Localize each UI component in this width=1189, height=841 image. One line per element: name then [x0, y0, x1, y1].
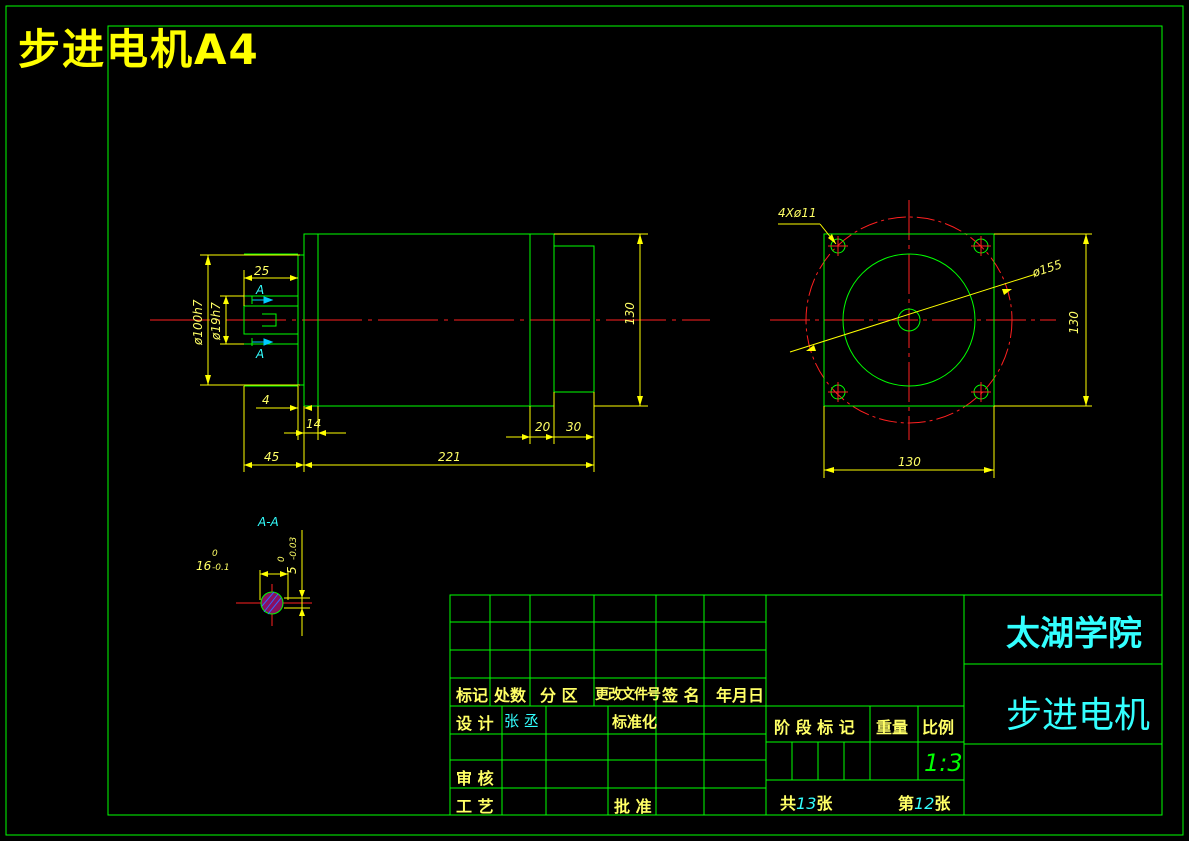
tb-sheets-total: 共13张 [780, 794, 833, 813]
front-view: 4Xø11 ø155 130 130 [770, 200, 1092, 478]
front-dimension-lines [778, 223, 1092, 478]
tb-drawing-name: 步进电机 [1006, 695, 1151, 736]
dim-4: 4 [262, 393, 270, 407]
tb-approve-label: 批 准 [614, 797, 652, 816]
tb-header-signature: 签 名 [662, 686, 700, 705]
side-body-outline [243, 233, 595, 407]
hole-centermarks [828, 236, 991, 402]
side-view: 25 A A ø100h7 ø19h7 130 4 14 20 30 45 22… [150, 233, 710, 472]
title-block-grid [449, 594, 1163, 816]
front-arrowheads [806, 234, 1089, 473]
tb-design-label: 设 计 [456, 714, 494, 733]
dim-14: 14 [306, 417, 321, 431]
dim-holes: 4Xø11 [778, 206, 816, 220]
dim-221: 221 [438, 450, 461, 464]
tb-header-change-doc: 更改文件号 [595, 687, 661, 703]
dim-d100h7: ø100h7 [191, 299, 205, 346]
dim-key-depth: 5 [285, 566, 299, 574]
tb-header-count: 处数 [494, 686, 527, 705]
tb-header-zone: 分 区 [540, 686, 578, 705]
dim-d19h7: ø19h7 [209, 302, 223, 341]
dim-45: 45 [264, 450, 279, 464]
dim-25: 25 [254, 264, 269, 278]
front-centerlines [770, 200, 1056, 440]
section-aa: A-A 16 0 -0.1 5 0 -0.03 [196, 515, 312, 636]
side-arrowheads [205, 234, 643, 468]
tb-scale-value: 1:3 [924, 749, 963, 777]
dim-key-depth-tol-up: 0 [277, 556, 287, 562]
dim-30: 30 [566, 420, 582, 434]
dim-20: 20 [535, 420, 551, 434]
tb-sheet-no: 第12张 [898, 794, 951, 813]
dim-130-front-horizontal: 130 [898, 455, 921, 469]
dim-key-depth-tol-low: -0.03 [289, 536, 299, 560]
section-markers [252, 296, 274, 346]
tb-scale-label: 比例 [922, 718, 955, 737]
dim-130-front-vertical: 130 [1067, 311, 1081, 334]
dim-key-width: 16 [196, 559, 212, 573]
tb-process-label: 工 艺 [456, 797, 494, 816]
tb-school-name: 太湖学院 [1006, 614, 1142, 654]
tb-header-mark: 标记 [456, 686, 489, 705]
section-label-a-bottom: A [255, 347, 264, 361]
section-label-a-top: A [255, 283, 264, 297]
section-title: A-A [257, 515, 279, 529]
dim-130-side: 130 [623, 302, 637, 325]
tb-stage-label: 阶 段 标 记 [774, 718, 855, 737]
tb-header-date: 年月日 [716, 686, 765, 705]
tb-designer: 张 丞 [504, 712, 539, 730]
tb-standardize-label: 标准化 [612, 713, 658, 731]
dim-key-width-tol-up: 0 [212, 549, 218, 559]
tb-weight-label: 重量 [876, 718, 909, 737]
dim-key-width-tol-low: -0.1 [212, 563, 230, 573]
tb-review-label: 审 核 [456, 769, 494, 788]
drawing-title: 步进电机A4 [18, 25, 260, 74]
dim-d155: ø155 [1030, 257, 1064, 280]
